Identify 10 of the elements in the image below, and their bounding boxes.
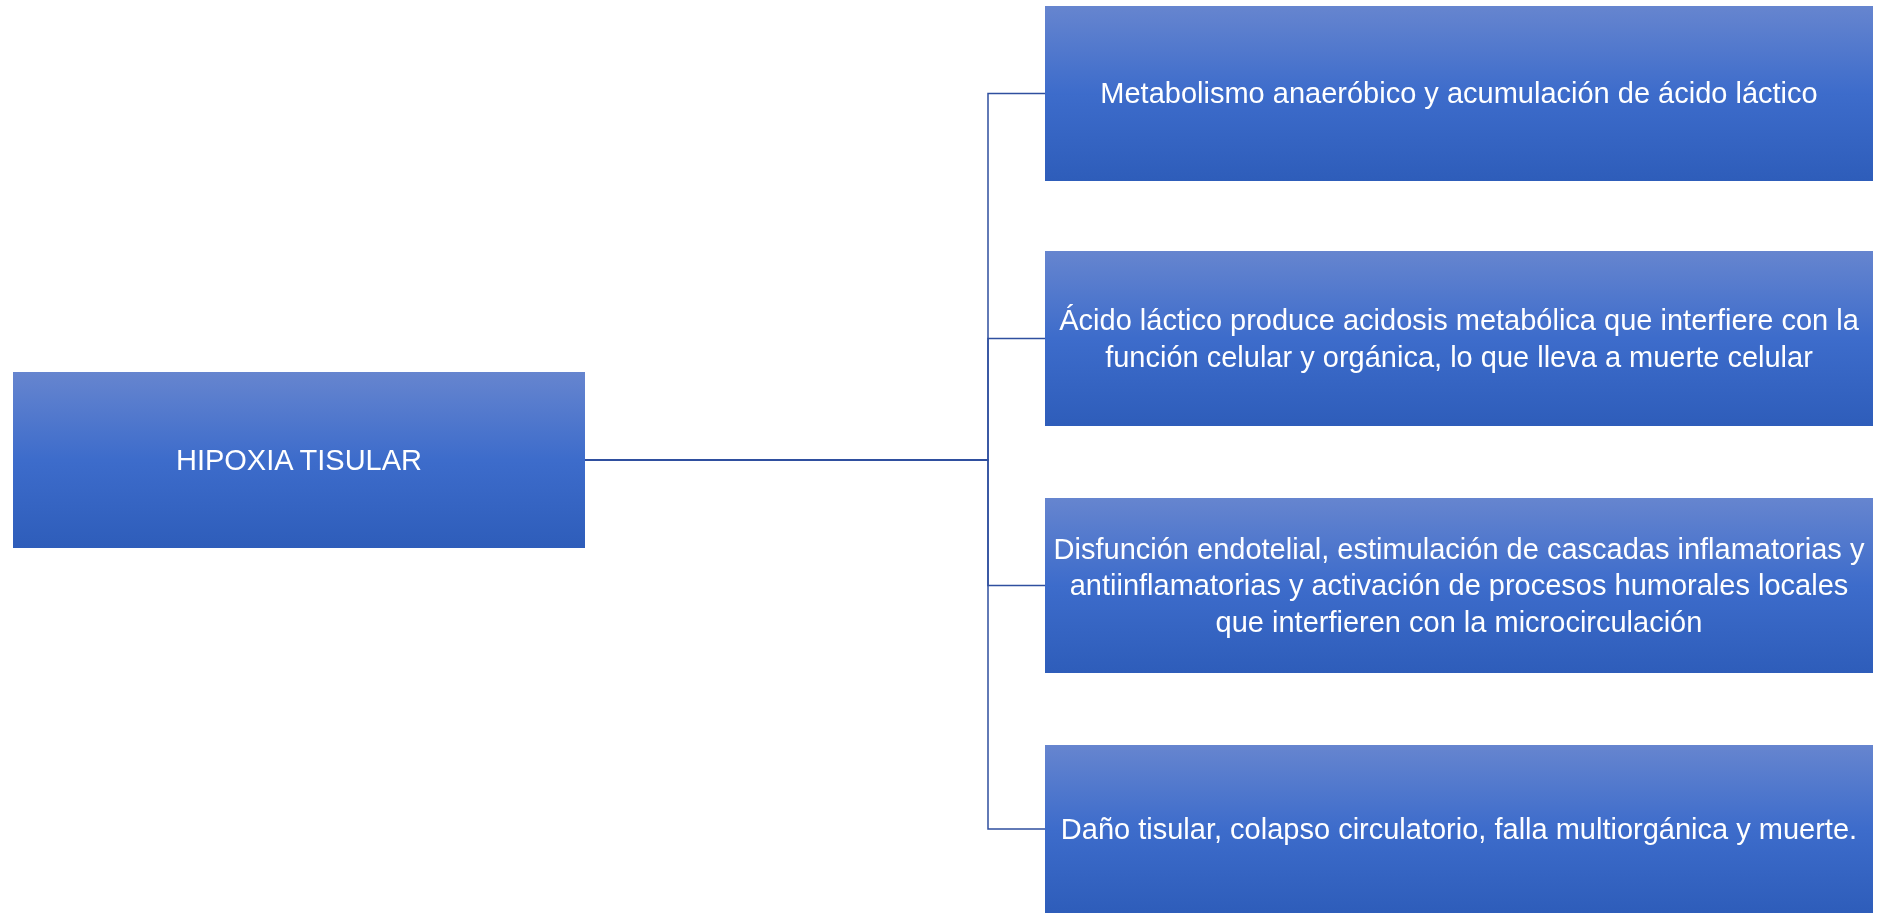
box-text: Disfunción endotelial, estimulación de cascadas inflamatorias y antiinflamatorias y activación de procesos humorales locales que interfieren con la microcirculación xyxy=(1052,532,1866,640)
process-box xyxy=(1045,6,1873,181)
process-box xyxy=(13,372,585,548)
box-text: Daño tisular, colapso circulatorio, falla multiorgánica y muerte. xyxy=(1060,811,1858,847)
box-text: Ácido láctico produce acidosis metabólica que interfiere con la función celular y orgánica, lo que lleva a muerte celular xyxy=(1058,303,1860,375)
process-box xyxy=(1045,498,1873,673)
box-text: HIPOXIA TISULAR xyxy=(175,442,422,478)
process-box xyxy=(1045,745,1873,913)
box-text: Metabolismo anaeróbico y acumulación de ácido láctico xyxy=(1100,76,1818,112)
process-box xyxy=(1045,251,1873,426)
